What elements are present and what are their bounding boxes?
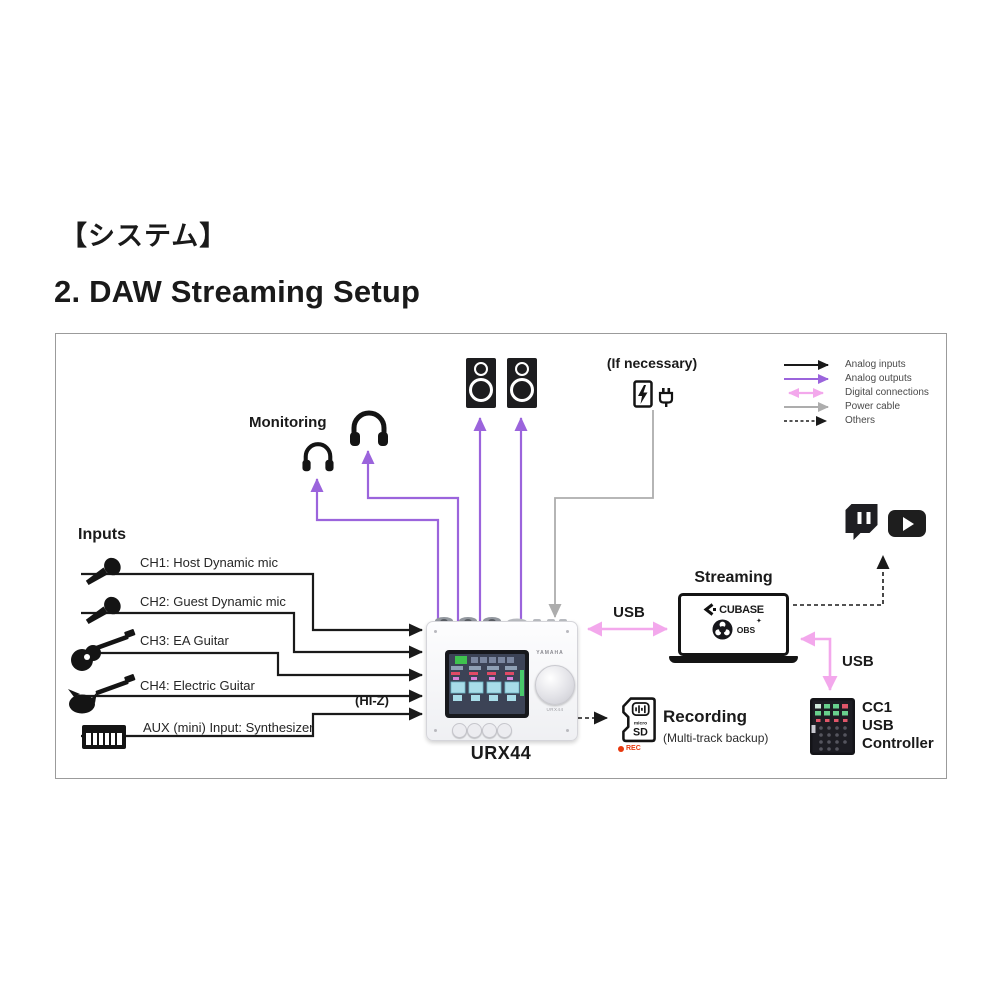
twitch-icon [845, 504, 878, 540]
page-title-japanese: 【システム】 [60, 221, 228, 251]
urx44-label: URX44 [470, 743, 532, 763]
microphone-icon [85, 596, 121, 624]
cc1-label-line1: CC1 [862, 699, 893, 716]
rec-indicator: REC [618, 745, 641, 752]
diagram-canvas: Analog inputs Analog outputs Digital con… [55, 333, 947, 779]
wire-power [548, 410, 654, 618]
power-plug-icon [658, 388, 674, 407]
urx44-device: YAMAHA URX44 [426, 621, 578, 741]
legend-label-others: Others [845, 415, 876, 426]
streaming-label: Streaming [694, 569, 773, 586]
obs-icon [712, 619, 733, 640]
micro-sd-card-icon: micro SD [622, 697, 656, 743]
urx44-knob-3 [482, 723, 497, 738]
page-title: 2. DAW Streaming Setup [54, 274, 421, 309]
if-necessary-label: (If necessary) [606, 355, 698, 371]
legend-label-analog-inputs: Analog inputs [845, 359, 906, 370]
rec-text: REC [626, 745, 641, 752]
channel-label-ch3: CH3: EA Guitar [140, 633, 229, 648]
cubase-label: CUBASE [719, 603, 764, 616]
electric-guitar-icon [68, 674, 136, 714]
monitoring-label: Monitoring [249, 414, 327, 431]
usb-label-left: USB [613, 604, 645, 621]
cc1-controller-label: CC1 USB Controller [862, 699, 934, 753]
legend-label-power-cable: Power cable [845, 401, 901, 412]
usb-label-right: USB [842, 653, 874, 670]
speaker-icon [466, 358, 496, 408]
cc1-controller-icon [810, 698, 855, 755]
sd-micro-text: micro [634, 720, 647, 726]
rec-dot-icon [618, 745, 624, 752]
recording-title: Recording [663, 707, 748, 726]
microphone-icon [85, 557, 121, 585]
urx44-main-knob [535, 665, 575, 705]
urx44-touchscreen [445, 650, 529, 718]
connection-lines [81, 360, 890, 738]
channel-label-ch4: CH4: Electric Guitar [140, 678, 255, 693]
cubase-icon [703, 603, 717, 616]
wire-headphone-1 [310, 478, 440, 621]
obs-label: OBS [736, 624, 756, 635]
inputs-header: Inputs [78, 526, 126, 543]
wire-stream-out [793, 555, 890, 606]
legend-label-digital-connections: Digital connections [845, 387, 929, 398]
youtube-icon [888, 510, 926, 537]
headphones-icon [350, 410, 388, 446]
channel-label-ch2: CH2: Guest Dynamic mic [140, 594, 286, 609]
cc1-label-line3: Controller [862, 735, 934, 752]
legend-label-analog-outputs: Analog outputs [845, 373, 912, 384]
streaming-laptop: CUBASE OBS ✦ [678, 593, 789, 656]
headphones-icon [302, 442, 334, 472]
wire-usb-cc1 [800, 631, 838, 691]
hiz-label: (HI-Z) [355, 693, 389, 708]
sparkle-icon: ✦ [756, 618, 762, 625]
synthesizer-keyboard-icon [82, 725, 126, 749]
wire-aux [81, 707, 423, 738]
cc1-label-line2: USB [862, 717, 894, 734]
yamaha-logo: YAMAHA [536, 650, 564, 656]
recording-subtitle: (Multi-track backup) [663, 731, 769, 745]
urx44-knob-2 [467, 723, 482, 738]
urx44-knob-1 [452, 723, 467, 738]
urx44-model-print: URX44 [546, 707, 564, 712]
power-adapter-icon [633, 380, 653, 408]
wire-ch3 [81, 651, 423, 682]
speaker-icon [507, 358, 537, 408]
channel-label-aux: AUX (mini) Input: Synthesizer [143, 720, 314, 735]
wire-ch2 [81, 611, 423, 659]
laptop-base [669, 656, 798, 663]
acoustic-guitar-icon [71, 629, 136, 671]
wire-headphone-2 [361, 450, 460, 621]
urx44-knob-4 [497, 723, 512, 738]
channel-label-ch1: CH1: Host Dynamic mic [140, 555, 278, 570]
sd-text: SD [633, 727, 648, 739]
wire-ch1 [81, 572, 423, 637]
